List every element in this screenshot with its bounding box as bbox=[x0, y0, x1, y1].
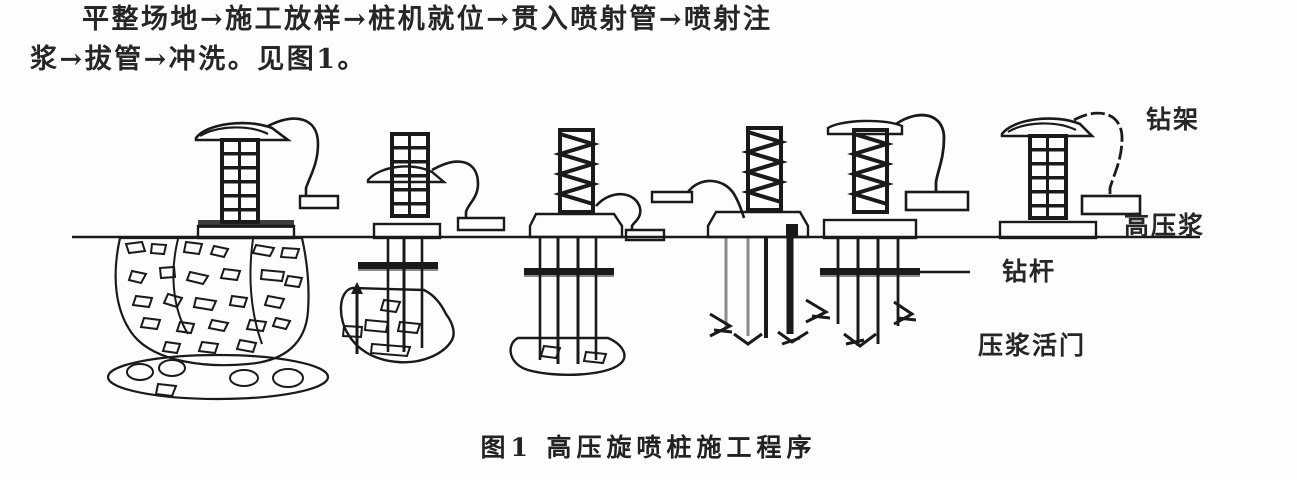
grout-valve-bar bbox=[358, 262, 438, 269]
label-high-pressure-grout: 高压浆 bbox=[1124, 211, 1205, 240]
label-drill-rod: 钻杆 bbox=[1002, 257, 1056, 286]
paragraph-line-2: 浆→拔管→冲洗。见图1。 bbox=[30, 44, 368, 75]
withdraw-arrow bbox=[351, 282, 363, 354]
label-drill-frame: 钻架 bbox=[1146, 105, 1200, 134]
body-paragraph: 平整场地→施工放样→桩机就位→贯入喷射管→喷射注 浆→拔管→冲洗。见图1。 bbox=[0, 0, 1297, 80]
jet-arrows-stage-5 bbox=[805, 298, 917, 348]
pebble-ellipse bbox=[106, 353, 330, 401]
grout-pump-box bbox=[904, 190, 970, 212]
jet-grouting-procedure-svg: 钻架 高压浆 钻杆 压浆活门 bbox=[72, 105, 1205, 401]
label-grout-valve: 压浆活门 bbox=[978, 331, 1086, 360]
stage-2-rod-withdrawal bbox=[339, 132, 506, 364]
figure-caption: 图1 高压旋喷桩施工程序 bbox=[480, 433, 817, 462]
stage-1-completed-column bbox=[106, 117, 340, 401]
stage-4-jet-pipe-penetration bbox=[650, 124, 810, 346]
stage-6-site-setup bbox=[998, 111, 1142, 240]
jet-arrows-stage-4 bbox=[709, 312, 809, 346]
stage-5-rig-in-position bbox=[805, 113, 970, 348]
paragraph-line-1: 平整场地→施工放样→桩机就位→贯入喷射管→喷射注 bbox=[82, 4, 773, 35]
figure-diagram: 钻架 高压浆 钻杆 压浆活门 bbox=[0, 96, 1297, 416]
stage-3-grout-injection bbox=[509, 126, 666, 376]
